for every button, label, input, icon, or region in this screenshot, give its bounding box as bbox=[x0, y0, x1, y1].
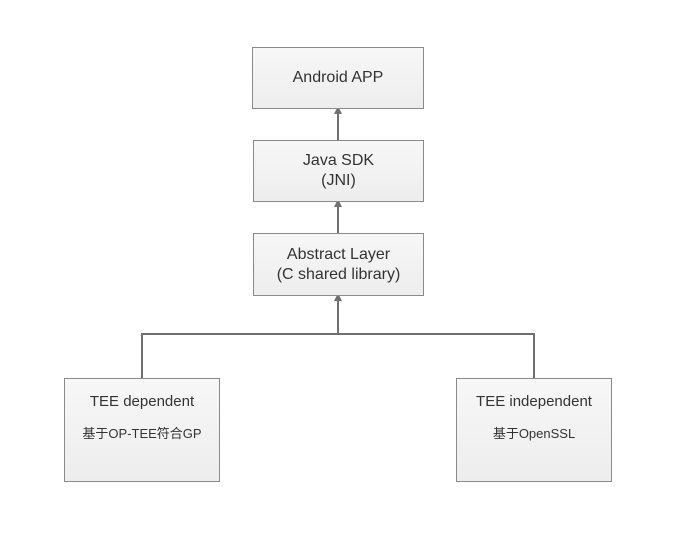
node-abstract-layer: Abstract Layer (C shared library) bbox=[253, 233, 424, 296]
node-tee-dependent: TEE dependent 基于OP-TEE符合GP bbox=[64, 378, 220, 482]
node-tee-dependent-note: 基于OP-TEE符合GP bbox=[82, 426, 202, 441]
node-android-app: Android APP bbox=[252, 47, 424, 109]
node-tee-independent-note: 基于OpenSSL bbox=[492, 426, 576, 441]
node-java-sdk-label: Java SDK bbox=[302, 152, 375, 169]
node-android-app-label: Android APP bbox=[292, 69, 384, 86]
node-abstract-layer-sublabel: (C shared library) bbox=[276, 265, 401, 283]
node-tee-dependent-title: TEE dependent bbox=[89, 393, 195, 410]
node-abstract-layer-label: Abstract Layer bbox=[286, 245, 391, 263]
edge-tee-independent-to-abstract-layer bbox=[338, 333, 535, 378]
node-java-sdk-sublabel: (JNI) bbox=[321, 172, 356, 189]
node-tee-independent-title: TEE independent bbox=[476, 393, 592, 410]
node-java-sdk: Java SDK (JNI) bbox=[253, 140, 424, 202]
node-tee-independent: TEE independent 基于OpenSSL bbox=[456, 378, 612, 482]
edge-tee-dependent-to-abstract-layer bbox=[141, 333, 338, 378]
